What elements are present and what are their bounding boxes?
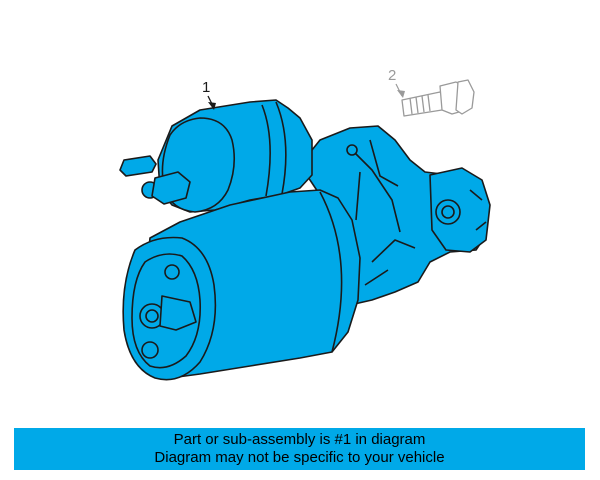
housing-seam <box>319 191 343 353</box>
banner-line-2: Diagram may not be specific to your vehi… <box>154 449 445 466</box>
brush-holder <box>159 295 197 331</box>
callout-2-label: 2 <box>388 67 396 84</box>
starter-mounting-bolt[interactable] <box>401 79 475 117</box>
pinion-lip <box>469 189 487 231</box>
callout-1: 1 <box>202 79 216 110</box>
end-cap-bolt-lower <box>141 341 159 359</box>
solenoid-rings <box>261 101 287 197</box>
end-cap-rim <box>131 253 202 369</box>
banner-line-1: Part or sub-assembly is #1 in diagram <box>173 431 426 448</box>
info-banner: Part or sub-assembly is #1 in diagram Di… <box>14 428 585 470</box>
callout-2-arrowhead <box>397 90 405 98</box>
mounting-hole <box>435 199 461 225</box>
terminal-stud <box>119 155 157 177</box>
callout-2: 2 <box>388 67 405 98</box>
drive-housing-detail <box>351 139 401 233</box>
terminal-bracket <box>151 171 191 205</box>
end-cap-bolt-center-inner <box>145 309 159 323</box>
mounting-hole-inner <box>441 205 455 219</box>
callout-1-arrowhead <box>208 102 216 110</box>
end-cap-bolt-top <box>164 264 180 280</box>
bolt-threads <box>409 94 431 115</box>
drive-housing-rib <box>364 239 416 286</box>
callout-1-label: 1 <box>202 79 210 96</box>
starter-motor-assembly[interactable] <box>119 99 491 381</box>
bolt-shank <box>401 91 447 117</box>
drive-housing-bolt <box>346 144 358 156</box>
bolt-flange <box>455 79 475 115</box>
parts-diagram: 1 2 <box>119 67 491 381</box>
